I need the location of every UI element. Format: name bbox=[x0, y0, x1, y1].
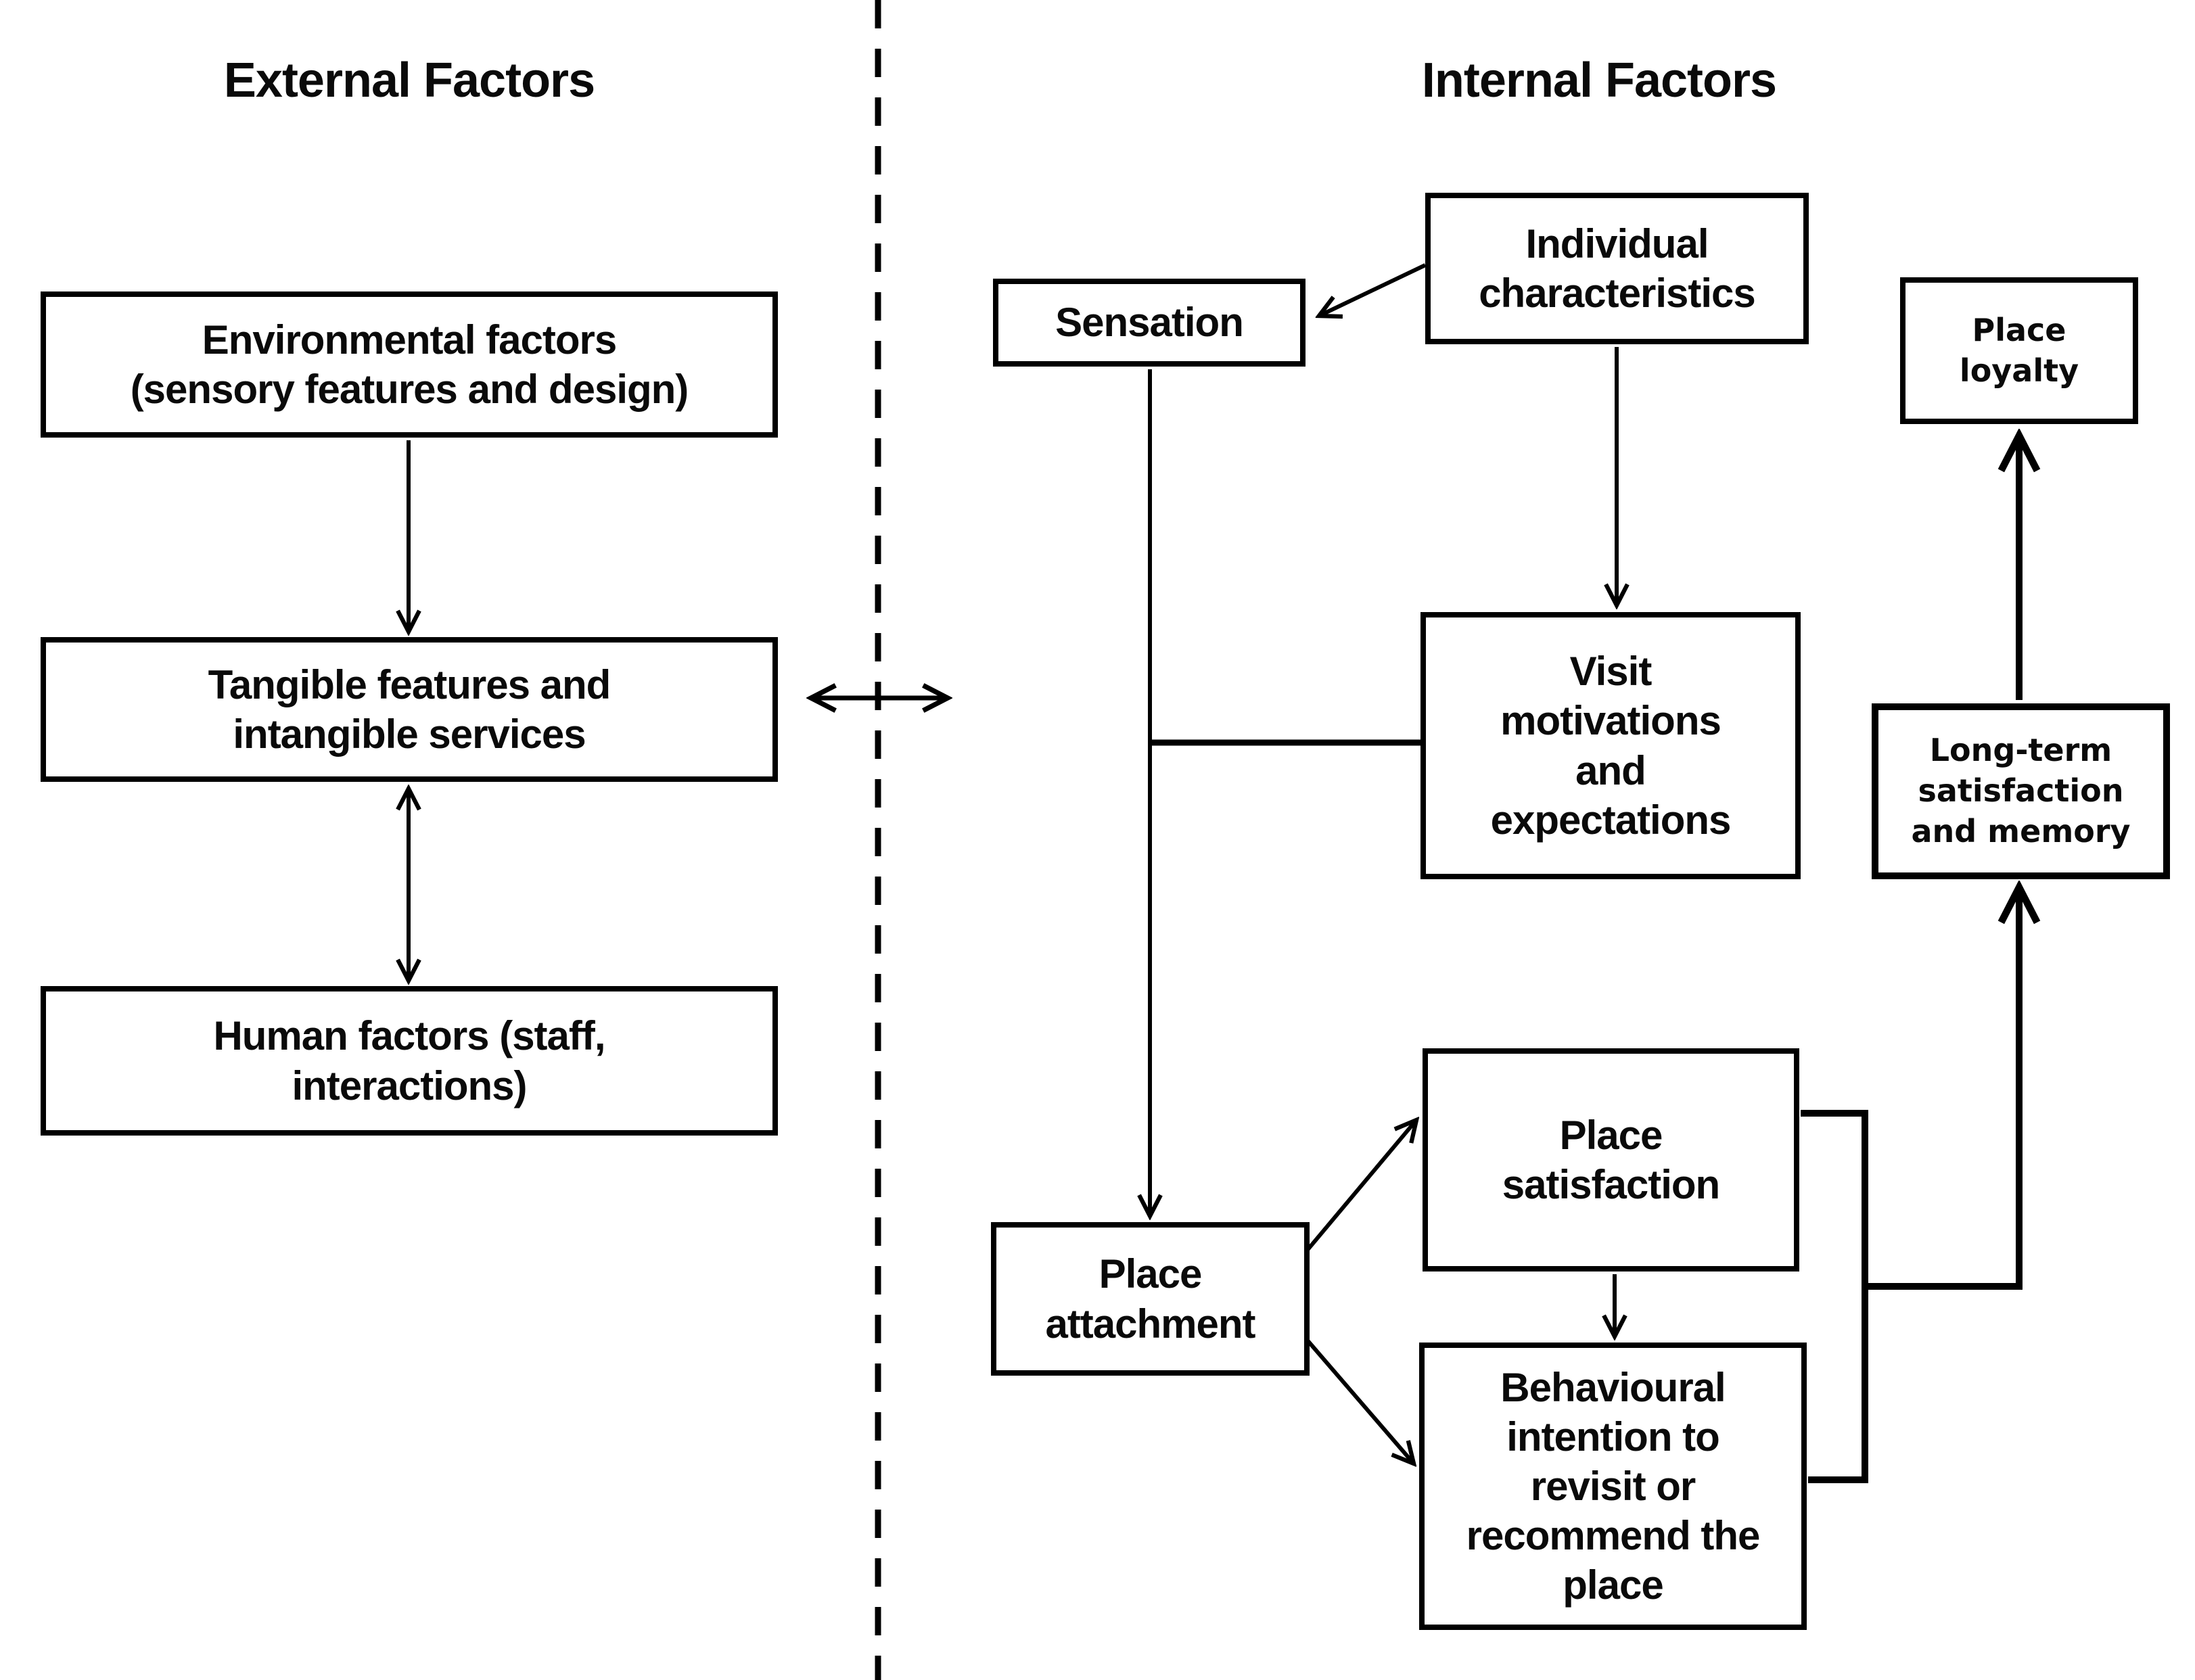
node-environmental-factors: Environmental factors (sensory features … bbox=[41, 291, 778, 438]
node-sensation: Sensation bbox=[993, 279, 1306, 367]
node-place-satisfaction: Place satisfaction bbox=[1423, 1048, 1799, 1271]
node-sensation-label: Sensation bbox=[1055, 300, 1244, 346]
node-human-factors: Human factors (staff, interactions) bbox=[41, 986, 778, 1136]
node-place-attachment-label: Place attachment bbox=[1045, 1251, 1255, 1347]
arrow-individual-to-sensation bbox=[1319, 263, 1427, 316]
node-individual-characteristics-label: Individual characteristics bbox=[1479, 220, 1756, 316]
node-place-attachment: Place attachment bbox=[991, 1222, 1310, 1376]
node-visit-motivations: Visit motivations and expectations bbox=[1420, 612, 1801, 879]
node-individual-characteristics: Individual characteristics bbox=[1425, 193, 1809, 344]
node-human-factors-label: Human factors (staff, interactions) bbox=[213, 1013, 605, 1109]
node-place-loyalty: Place loyalty bbox=[1900, 277, 2138, 424]
internal-factors-title: Internal Factors bbox=[1421, 53, 1777, 108]
arrow-bracket-to-longterm bbox=[1865, 887, 2019, 1290]
node-place-satisfaction-label: Place satisfaction bbox=[1502, 1112, 1720, 1207]
bracket-satisfaction-behavioural bbox=[1801, 1110, 1868, 1483]
node-long-term-satisfaction-label: Long-term satisfaction and memory bbox=[1911, 732, 2131, 849]
node-behavioural-intention: Behavioural intention to revisit or reco… bbox=[1419, 1343, 1807, 1630]
arrow-attachment-to-behavioural bbox=[1306, 1339, 1414, 1464]
node-long-term-satisfaction: Long-term satisfaction and memory bbox=[1872, 703, 2170, 879]
arrow-attachment-to-satisfaction bbox=[1306, 1120, 1416, 1251]
node-behavioural-intention-label: Behavioural intention to revisit or reco… bbox=[1466, 1364, 1761, 1608]
node-visit-motivations-label: Visit motivations and expectations bbox=[1490, 649, 1732, 843]
node-environmental-factors-label: Environmental factors (sensory features … bbox=[130, 317, 689, 412]
node-tangible-features-label: Tangible features and intangible service… bbox=[208, 661, 611, 757]
node-tangible-features: Tangible features and intangible service… bbox=[41, 637, 778, 782]
external-factors-title: External Factors bbox=[223, 53, 595, 108]
node-place-loyalty-label: Place loyalty bbox=[1959, 311, 2079, 389]
